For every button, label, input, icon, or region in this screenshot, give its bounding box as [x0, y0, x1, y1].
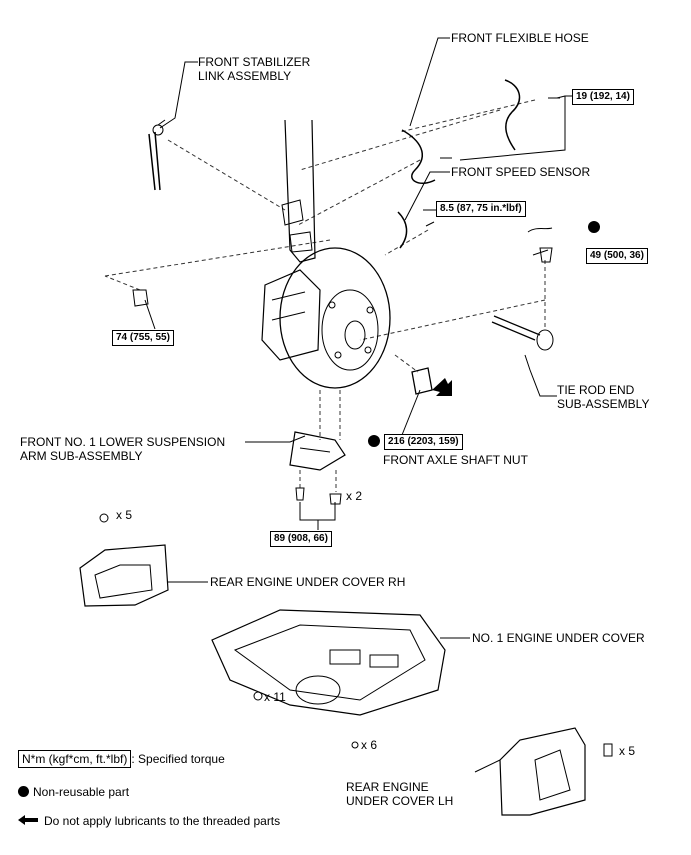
- leader-tie-rod: [524, 354, 557, 397]
- qty-bottom-clip: x 6: [361, 738, 378, 752]
- torque-stabilizer-nut: 74 (755, 55): [112, 330, 174, 346]
- axle-shaft-nut-shape: [411, 367, 433, 395]
- non-reusable-dot-icon: [18, 786, 29, 797]
- qty-center-clip: x 11: [264, 690, 286, 704]
- qty-arm-nut: x 2: [346, 489, 363, 503]
- torque-axle-nut: 216 (2203, 159): [384, 434, 463, 450]
- legend-torque-box: N*m (kgf*cm, ft.*lbf): [18, 750, 132, 768]
- leader-stabilizer: [159, 61, 198, 129]
- label-front-flexible-hose: FRONT FLEXIBLE HOSE: [451, 31, 589, 45]
- label-rear-engine-under-cover-rh: REAR ENGINE UNDER COVER RH: [210, 575, 406, 589]
- label-rear-engine-under-cover-lh: REAR ENGINE UNDER COVER LH: [346, 780, 454, 808]
- leader-rear-lh: [474, 759, 501, 773]
- torque-hose-bolt: 19 (192, 14): [572, 89, 634, 105]
- legend-no-lube-text: Do not apply lubricants to the threaded …: [44, 814, 281, 828]
- legend-non-reusable: Non-reusable part: [18, 785, 129, 799]
- speed-sensor-shape: [397, 211, 408, 249]
- no1-cover-shape: [211, 609, 446, 716]
- non-reusable-dot-cotter: [588, 221, 600, 233]
- qty-rh-clip: x 5: [116, 508, 133, 522]
- legend-no-lube: Do not apply lubricants to the threaded …: [18, 814, 280, 828]
- non-reusable-dot-axle-nut: [368, 435, 380, 447]
- label-front-speed-sensor: FRONT SPEED SENSOR: [451, 165, 591, 179]
- no-lube-arrow-axle: [432, 378, 452, 396]
- label-lower-suspension-arm: FRONT NO. 1 LOWER SUSPENSION ARM SUB-ASS…: [20, 435, 226, 463]
- legend-torque: N*m (kgf*cm, ft.*lbf): Specified torque: [18, 750, 225, 768]
- torque-sensor-bolt: 8.5 (87, 75 in.*lbf): [436, 201, 526, 217]
- flexible-hose-shape: [504, 79, 521, 151]
- rear-cover-rh-shape: [79, 544, 169, 607]
- label-front-stabilizer-link: FRONT STABILIZER LINK ASSEMBLY: [198, 55, 311, 83]
- leader-hose: [409, 37, 450, 127]
- legend-torque-desc: : Specified torque: [131, 752, 225, 766]
- leader-speed-sensor: [404, 171, 450, 221]
- tie-rod-end-shape: [491, 315, 541, 341]
- stabilizer-link-shape: [148, 131, 161, 191]
- rear-cover-lh-shape: [499, 727, 586, 816]
- label-tie-rod-end: TIE ROD END SUB-ASSEMBLY: [557, 383, 650, 411]
- qty-lh-clip: x 5: [619, 744, 636, 758]
- label-front-axle-shaft-nut: FRONT AXLE SHAFT NUT: [383, 453, 528, 467]
- legend-non-reusable-text: Non-reusable part: [33, 785, 130, 799]
- leader-lower-arm: [245, 435, 306, 443]
- no-lube-arrow-icon: [18, 815, 38, 825]
- torque-arm-bolt: 89 (908, 66): [270, 531, 332, 547]
- brake-disc-shape: [279, 247, 391, 389]
- torque-tie-rod-nut: 49 (500, 36): [586, 248, 648, 264]
- label-no1-engine-under-cover: NO. 1 ENGINE UNDER COVER: [472, 631, 645, 645]
- strut-shape: [284, 119, 316, 263]
- lower-arm-shape: [289, 431, 346, 471]
- brake-caliper-shape: [261, 269, 321, 361]
